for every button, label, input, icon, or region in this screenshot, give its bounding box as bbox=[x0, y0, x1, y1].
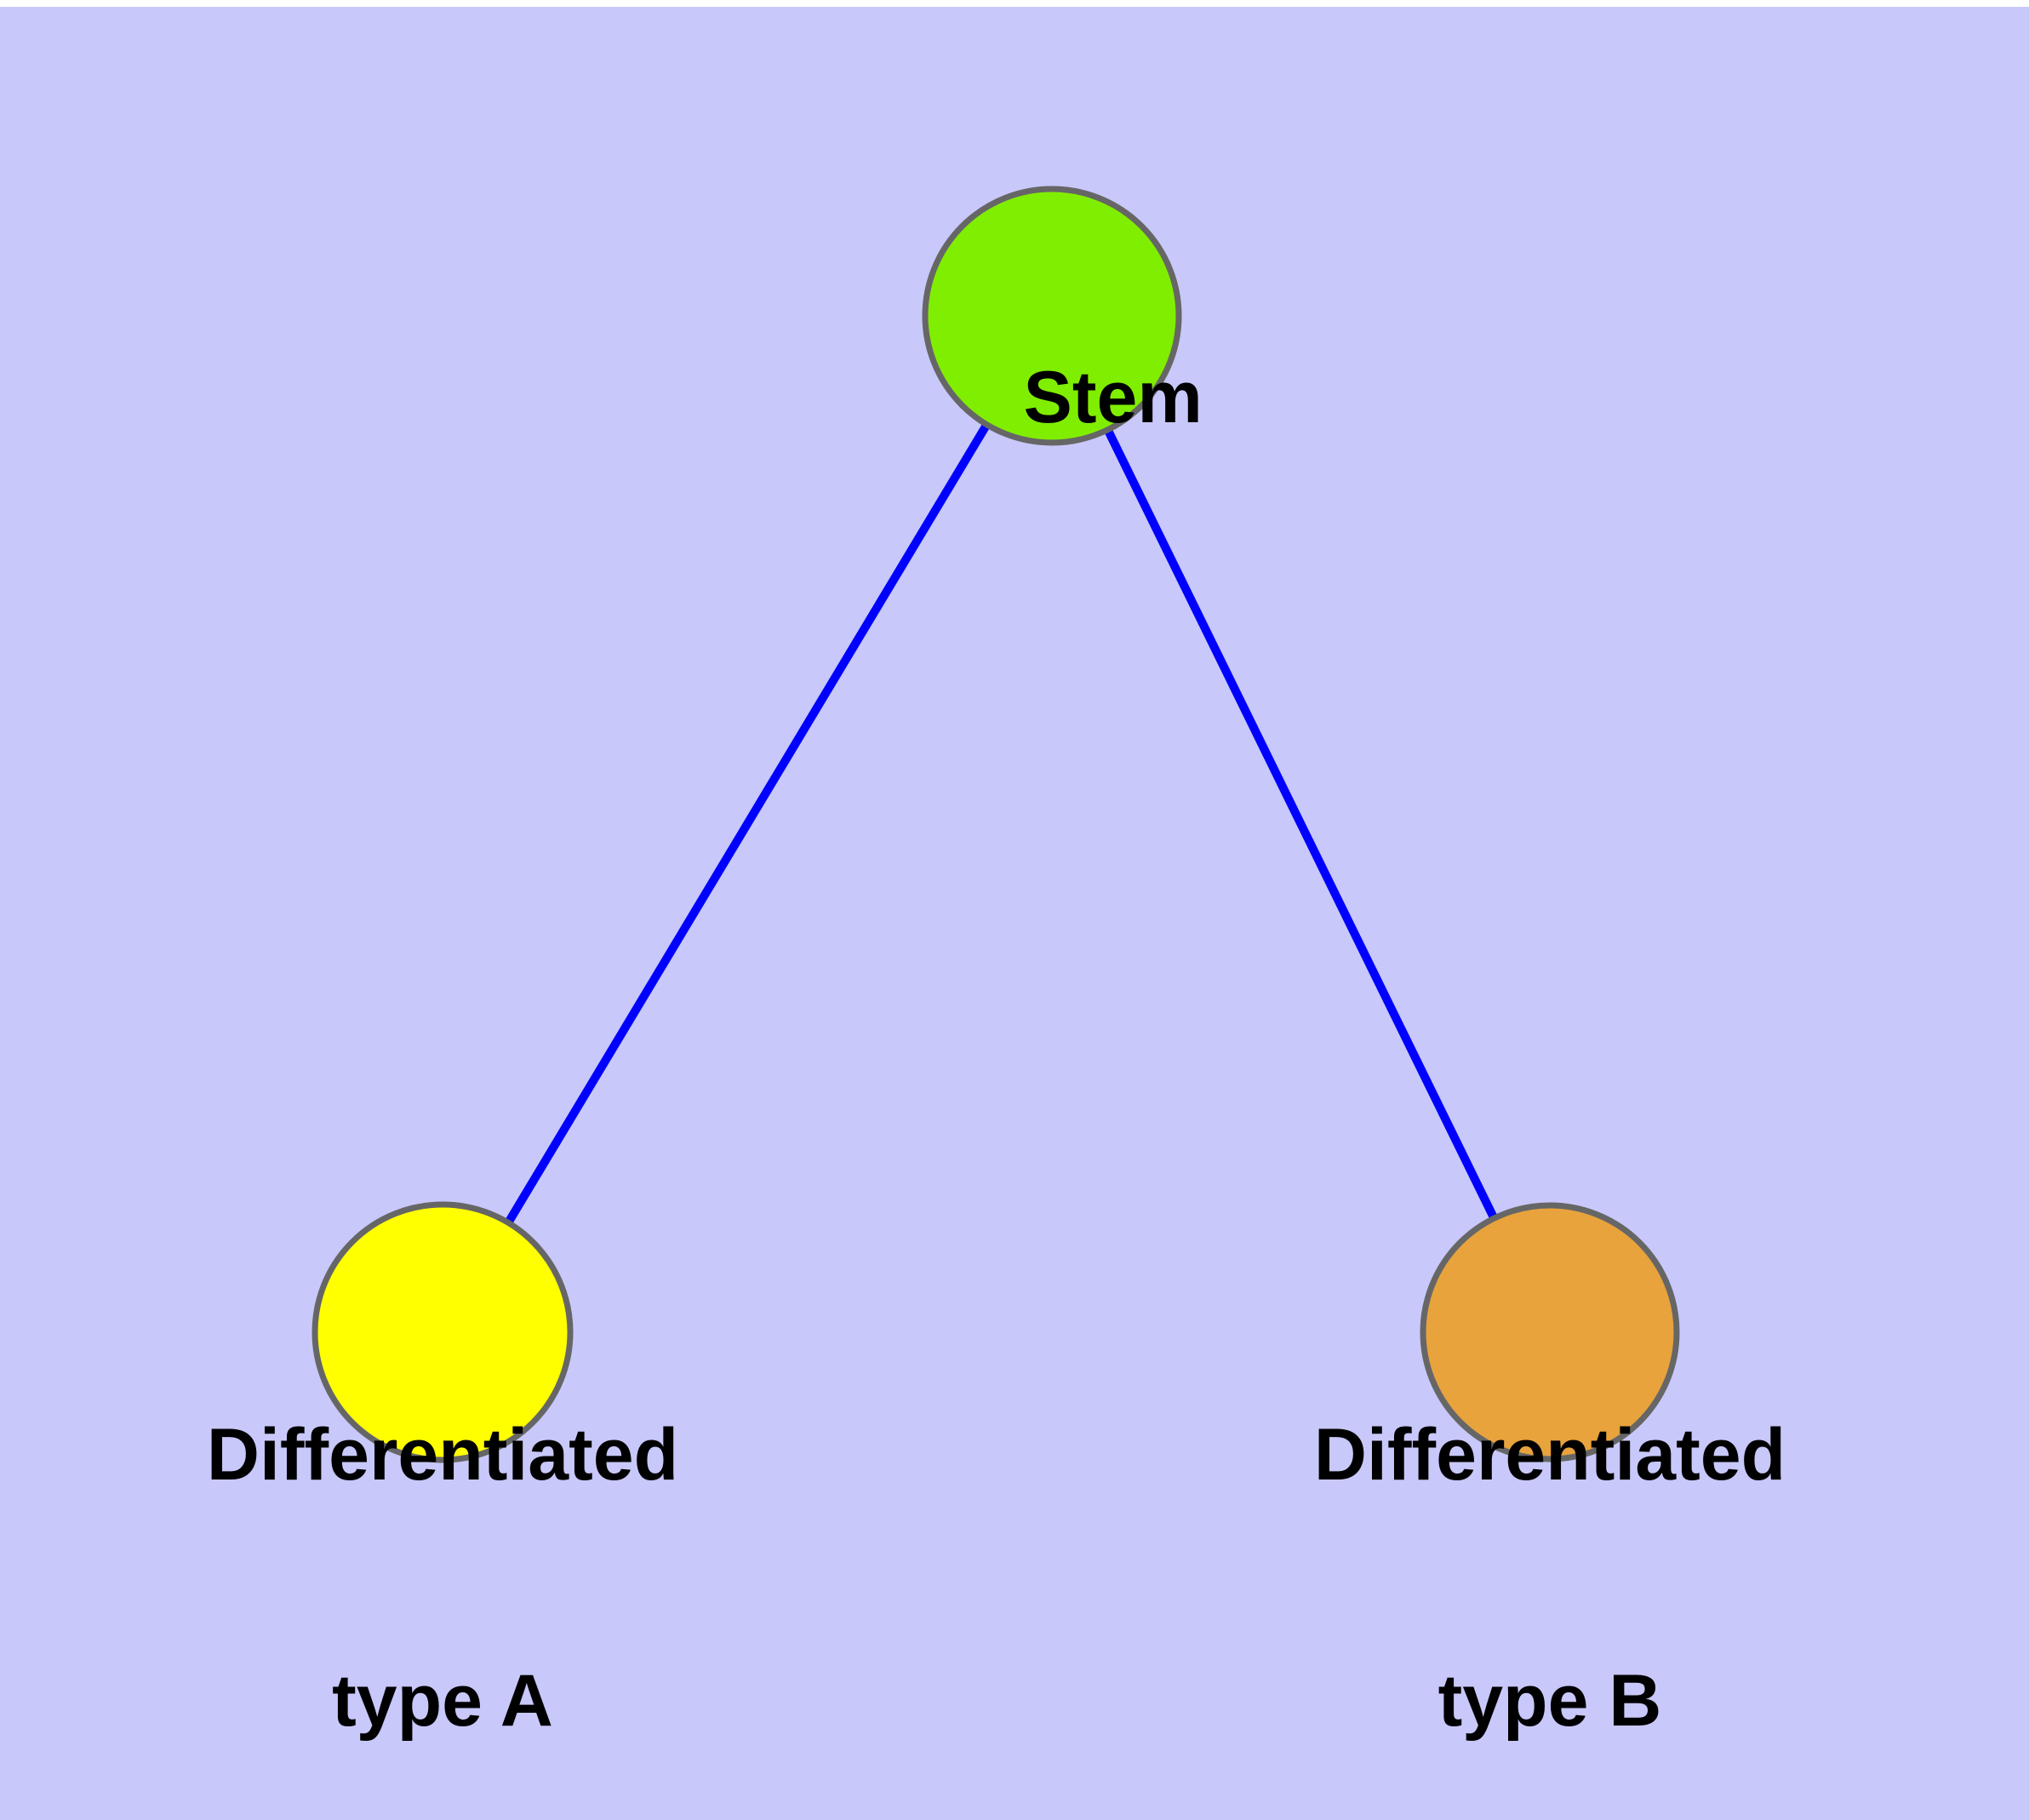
node-differentiated-type-a[interactable] bbox=[311, 1201, 574, 1463]
graph-svg bbox=[311, 186, 1680, 1463]
edge-stem-to-type-a[interactable] bbox=[438, 313, 1056, 1335]
diagram-plot-area: Stem Differentiated type A Differentiate… bbox=[0, 7, 2029, 1820]
edge-layer bbox=[438, 313, 1554, 1335]
node-differentiated-type-b[interactable] bbox=[1420, 1202, 1680, 1462]
node-layer bbox=[311, 186, 1680, 1463]
node-stem[interactable] bbox=[922, 186, 1182, 446]
edge-stem-to-type-b[interactable] bbox=[1048, 313, 1554, 1335]
